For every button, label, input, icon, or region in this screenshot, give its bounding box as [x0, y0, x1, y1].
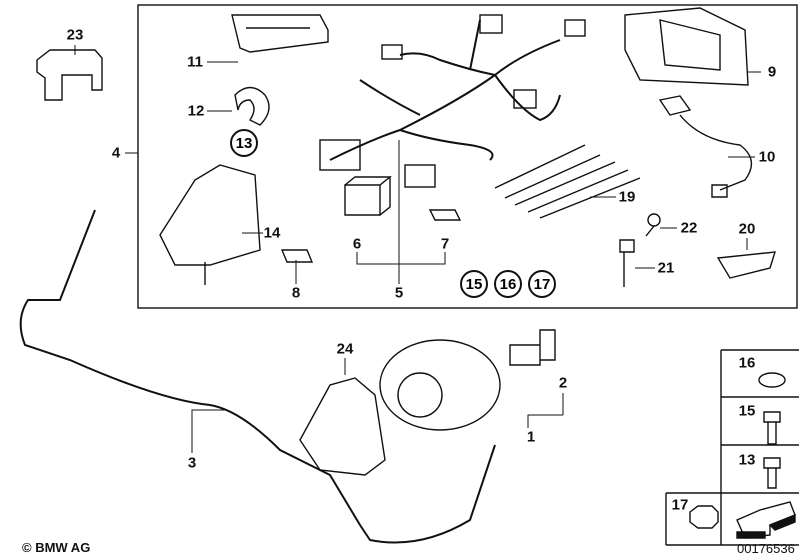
screw-15: [763, 411, 781, 445]
table-label-13: 13: [738, 451, 756, 469]
fog-light-lens: [397, 372, 443, 418]
connector: [404, 164, 436, 188]
circled-callout-16: 16: [494, 270, 522, 298]
connector: [564, 19, 586, 37]
kit-frame: [137, 4, 798, 309]
screw-13: [763, 457, 781, 489]
part-9-switch-housing: [624, 7, 749, 86]
table-label-17: 17: [671, 496, 689, 514]
part-7-fuse: [428, 209, 462, 221]
part-22-screw: [645, 213, 661, 237]
callout-10: 10: [758, 148, 776, 166]
part-11-holder-plate: [231, 14, 329, 53]
circled-callout-15: 15: [460, 270, 488, 298]
wiring-harness: [329, 19, 561, 161]
callout-20: 20: [738, 220, 756, 238]
callout-7: 7: [440, 235, 450, 253]
callout-3: 3: [187, 454, 197, 472]
callout-1: 1: [526, 428, 536, 446]
callout-9: 9: [767, 63, 777, 81]
callout-2: 2: [558, 374, 568, 392]
part-10-switch-cable: [658, 95, 753, 198]
callout-4: 4: [111, 144, 121, 162]
callout-5: 5: [394, 284, 404, 302]
part-3-mounting-bar: [19, 209, 496, 544]
part-12-clamp: [234, 86, 270, 126]
part-2-bulb: [509, 329, 556, 366]
diagram-number: 00176536: [737, 541, 795, 556]
leader-lines: [74, 45, 761, 453]
part-24-lamp-holder: [299, 377, 386, 476]
circled-callout-17: 17: [528, 270, 556, 298]
part-23-cover-cap: [36, 49, 103, 101]
connector: [381, 44, 403, 60]
nut-17: [689, 505, 719, 529]
washer-16: [758, 372, 786, 388]
connector: [319, 139, 361, 171]
callout-21: 21: [657, 259, 675, 277]
callout-23: 23: [66, 26, 84, 44]
callout-8: 8: [291, 284, 301, 302]
circled-callout-13: 13: [230, 129, 258, 157]
part-14-cover: [159, 164, 261, 285]
part-1-fog-light: [379, 339, 501, 431]
parts-table-grid: [665, 349, 799, 546]
callout-12: 12: [187, 102, 205, 120]
callout-19: 19: [618, 188, 636, 206]
part-21-bolt: [619, 239, 635, 287]
connector: [479, 14, 503, 34]
callout-22: 22: [680, 219, 698, 237]
callout-14: 14: [263, 224, 281, 242]
callout-24: 24: [336, 340, 354, 358]
part-6-relay: [344, 176, 392, 216]
callout-11: 11: [187, 53, 203, 71]
part-20-bracket: [716, 251, 776, 279]
table-label-15: 15: [738, 402, 756, 420]
part-19-cable-ties: [494, 144, 641, 219]
part-8-clip: [280, 249, 314, 263]
copyright-label: © BMW AG: [22, 540, 91, 555]
connector: [513, 89, 537, 109]
callout-6: 6: [352, 235, 362, 253]
table-label-16: 16: [738, 354, 756, 372]
